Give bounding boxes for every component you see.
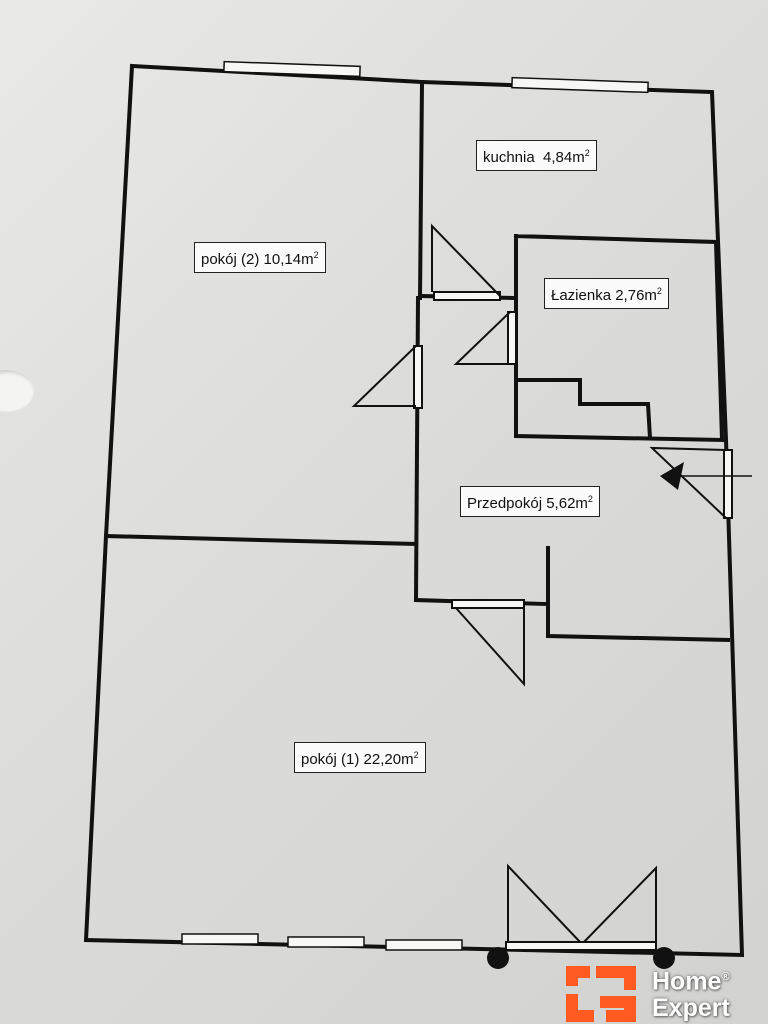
logo-word-expert: Expert [652, 994, 730, 1023]
logo-wordmark: Home® Expert [652, 964, 730, 1022]
label-przedpokoj: Przedpokój 5,62m2 [460, 486, 600, 517]
window-room1-b [287, 936, 365, 948]
logo-mark-icon [566, 966, 636, 1022]
pillars [487, 947, 675, 969]
room-name: Łazienka [551, 287, 612, 304]
wall-bathroom-tub [514, 378, 653, 441]
label-pokoj-1: pokój (1) 22,20m2 [294, 742, 426, 773]
walls [83, 63, 745, 958]
door-bathroom-frame [507, 311, 517, 365]
wall-room2-bottom [103, 533, 419, 547]
door-balcony-frame [505, 941, 657, 951]
room-area: 4,84m [543, 149, 585, 166]
area-unit-power: 2 [656, 286, 662, 296]
wall-closet [546, 546, 731, 643]
windows [181, 60, 649, 951]
area-unit-power: 2 [313, 250, 319, 260]
door-room2-swing [351, 345, 417, 407]
area-unit-power: 2 [413, 750, 419, 760]
area-unit-power: 2 [587, 494, 593, 504]
room-area: 2,76m [615, 287, 657, 304]
door-bathroom-swing [453, 311, 511, 365]
door-kitchen-swing [431, 223, 501, 297]
room-area: 22,20m [363, 751, 414, 768]
room-name: Przedpokój [467, 495, 543, 512]
window-room1-a [181, 933, 259, 945]
wall-corridor-left [413, 295, 421, 603]
room-name: pokój (2) [201, 251, 260, 268]
entrance-arrow [660, 462, 752, 490]
label-pokoj-2: pokój (2) 10,14m2 [194, 242, 326, 273]
pillar-left [487, 947, 509, 969]
window-room1-c [385, 939, 463, 951]
wall-bathroom [513, 233, 725, 443]
label-lazienka: Łazienka 2,76m2 [544, 278, 669, 309]
area-unit-power: 2 [584, 148, 590, 158]
door-entrance-swing [649, 446, 727, 519]
door-room1-frame [451, 599, 525, 609]
registered-mark: ® [721, 971, 730, 983]
outer-wall [83, 63, 745, 958]
window-room2 [223, 60, 361, 78]
home-expert-logo: Home® Expert [566, 962, 766, 1022]
wall-kitchen-left [417, 79, 425, 301]
door-entrance-frame [723, 449, 733, 519]
doors [351, 223, 733, 951]
door-balcony-right-leaf [583, 865, 657, 943]
room-area: 5,62m [546, 495, 588, 512]
logo-word-home: Home [652, 967, 722, 996]
room-name: kuchnia [483, 149, 535, 166]
door-room2-frame [413, 345, 423, 409]
room-area: 10,14m [263, 251, 314, 268]
window-kitchen [511, 76, 649, 94]
door-balcony-left-leaf [507, 863, 581, 943]
room-name: pokój (1) [301, 751, 360, 768]
pillar-right [653, 947, 675, 969]
door-room1-swing [455, 606, 525, 687]
door-kitchen-frame [433, 291, 501, 301]
label-kuchnia: kuchnia 4,84m2 [476, 140, 597, 171]
